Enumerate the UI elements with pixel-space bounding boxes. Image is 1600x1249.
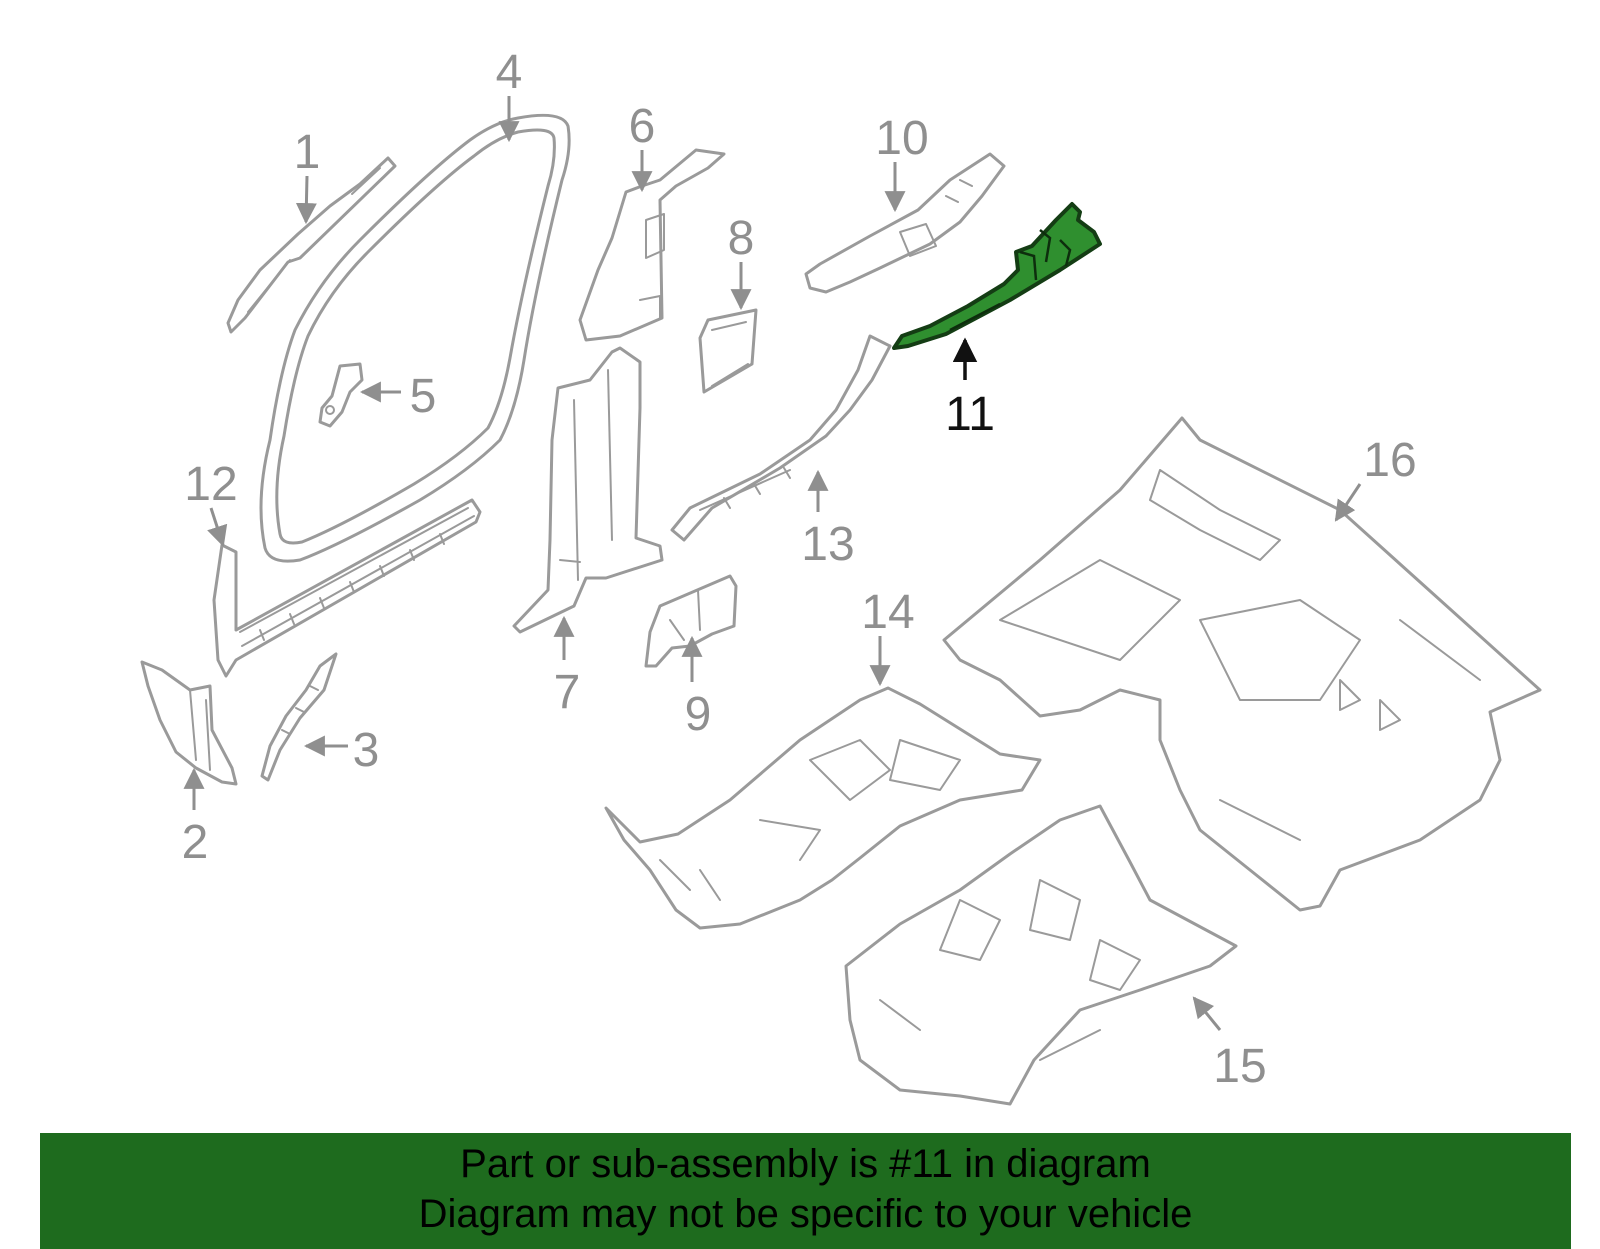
part-12-sill-plate [212,498,482,678]
leader-12 [207,507,228,547]
callout-9: 9 [685,688,712,741]
part-6-upper-pillar-trim [578,148,726,342]
callout-6: 6 [629,100,656,153]
callout-4: 4 [496,46,523,99]
callout-5: 5 [410,370,437,423]
leader-16 [1334,483,1362,522]
callout-7: 7 [554,666,581,719]
leader-1 [295,175,317,225]
callout-1: 1 [294,126,321,179]
callout-2: 2 [182,816,209,869]
part-10-rear-bracket [804,152,1006,294]
part-8-small-panel [698,308,758,394]
part-11-highlighted-sill-trim [892,202,1102,350]
callout-11-highlighted: 11 [945,388,995,441]
part-5-clip [318,362,364,428]
part-3-trim-strip [260,652,338,782]
leader-arrows [183,96,1362,1031]
part-1-front-pillar-garnish [226,156,397,334]
part-15-rear-carpet [844,804,1238,1106]
banner-line-2: Diagram may not be specific to your vehi… [418,1192,1193,1236]
callout-14: 14 [861,586,914,639]
banner-line-1: Part or sub-assembly is #11 in diagram [460,1142,1151,1186]
callout-12: 12 [184,458,237,511]
callout-3: 3 [353,724,380,777]
part-7-pillar-lower-trim [512,346,664,634]
callout-10: 10 [875,112,928,165]
callout-labels: 1 4 5 6 8 10 12 2 3 7 9 13 14 15 16 11 [182,46,1417,1093]
leader-15 [1192,996,1222,1031]
part-2-kick-panel [140,660,238,786]
callout-15: 15 [1213,1040,1266,1093]
part-14-front-carpet [604,686,1042,930]
part-16-rear-floor-carpet [942,416,1542,912]
callout-16: 16 [1363,434,1416,487]
part-13-front-sill-trim [670,334,892,542]
callout-8: 8 [728,212,755,265]
part-4-weatherstrip [259,113,571,563]
info-banner: Part or sub-assembly is #11 in diagram D… [40,1133,1571,1249]
callout-13: 13 [801,518,854,571]
